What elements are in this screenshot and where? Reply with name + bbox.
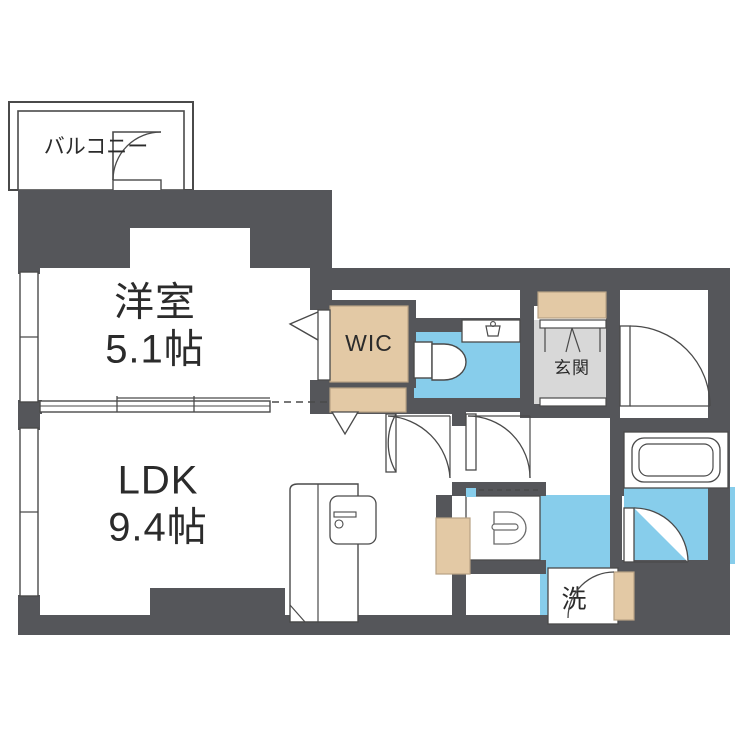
wall-bottom-bump — [150, 588, 285, 618]
wall-mid-left-stub — [18, 400, 42, 414]
laundry-label: 洗 — [561, 586, 586, 614]
laundry-door-swing-arc — [567, 571, 615, 619]
wic-label: WIC — [345, 330, 393, 356]
wall-hall-pier — [452, 398, 466, 416]
entrance-shoe-cabinet — [537, 291, 607, 319]
wall-top-left — [18, 190, 250, 228]
entrance-floor — [531, 320, 611, 410]
entrance-area: 玄関 — [537, 291, 711, 407]
wall-washroom-top — [466, 482, 546, 496]
entrance-step-edge — [539, 319, 607, 329]
wall-hall-lower — [452, 560, 466, 620]
bathroom-area — [623, 431, 729, 563]
wall-left-a — [18, 258, 40, 274]
kitchen-area — [289, 483, 471, 623]
wic-lower-door-symbol — [330, 411, 360, 436]
wall-bath-top — [618, 418, 730, 432]
wall-washroom-mid — [466, 560, 546, 574]
ldk-label: LDK — [118, 459, 199, 503]
ldk-size-label: 9.4帖 — [108, 506, 208, 550]
wic-lower-cabinet — [329, 387, 407, 413]
balcony-inner-rail — [17, 110, 185, 191]
wall-corridor-divider — [452, 416, 466, 426]
wall-bedroom-right-upper — [310, 268, 332, 310]
wall-top-mid — [250, 190, 332, 268]
entrance-mat-lines — [565, 327, 581, 353]
vanity-water-marker — [466, 488, 476, 497]
washroom-area: 洗 — [465, 488, 635, 625]
balcony-area: バルコニー — [8, 101, 194, 195]
wall-entrance-right — [606, 290, 620, 416]
bath-door-leaf — [623, 507, 635, 563]
hall-door-left-swing-arc — [387, 415, 451, 479]
bedroom-size-label: 5.1帖 — [105, 328, 205, 372]
wall-top-right — [330, 268, 730, 290]
wall-entrance-bottom — [520, 404, 620, 418]
room-labels: 洋室 5.1帖 LDK 9.4帖 — [105, 281, 208, 550]
wall-toilet-bottom — [404, 398, 534, 412]
entrance-side-lines — [544, 328, 601, 352]
entrance-lower-step — [539, 397, 607, 407]
fridge-space — [435, 517, 471, 575]
wic-folding-door-leaf-lower — [289, 323, 319, 341]
wic-area: WIC — [288, 305, 409, 436]
toilet-tank — [413, 341, 433, 379]
kitchen-counter-corner — [289, 604, 306, 623]
kitchen-sink — [329, 495, 377, 545]
bedroom-ldk-sliding-partition — [39, 396, 330, 413]
vanity-faucet — [491, 523, 519, 531]
balcony-door-swing-arc — [112, 131, 162, 181]
hall-door-right-swing-arc — [467, 415, 531, 479]
hall-doors — [385, 413, 531, 479]
wall-bath-left-upper — [610, 418, 624, 496]
balcony-door-leaf — [112, 131, 161, 180]
laundry-cabinet — [613, 571, 635, 621]
hall-door-left-arc-a — [387, 413, 397, 473]
wall-toilet-left — [404, 330, 414, 410]
entrance-label: 玄関 — [554, 358, 590, 377]
bathtub-basin — [638, 443, 714, 477]
entrance-door-swing-arc — [629, 325, 711, 407]
entrance-door-leaf — [619, 325, 631, 407]
kitchen-drain — [334, 519, 344, 529]
windows — [19, 271, 39, 597]
wall-mid-right-stub — [310, 400, 332, 414]
bath-door-swing-arc — [633, 507, 689, 563]
toilet-hand-basin-bowl — [485, 325, 501, 337]
toilet-area — [413, 319, 521, 381]
wall-toilet-right — [520, 290, 534, 412]
hall-door-left-leaf — [385, 413, 397, 473]
hall-door-right-leaf — [465, 413, 477, 471]
wall-bath-left-lower — [610, 495, 622, 565]
washer-space — [547, 567, 619, 625]
toilet-bowl — [431, 343, 467, 381]
wall-washroom-top-stub — [452, 482, 468, 496]
wic-door-panel — [317, 309, 331, 381]
kitchen-faucet — [333, 511, 357, 518]
bedroom-label: 洋室 — [114, 281, 196, 325]
toilet-faucet-icon — [490, 321, 496, 327]
balcony-label: バルコニー — [44, 136, 149, 159]
